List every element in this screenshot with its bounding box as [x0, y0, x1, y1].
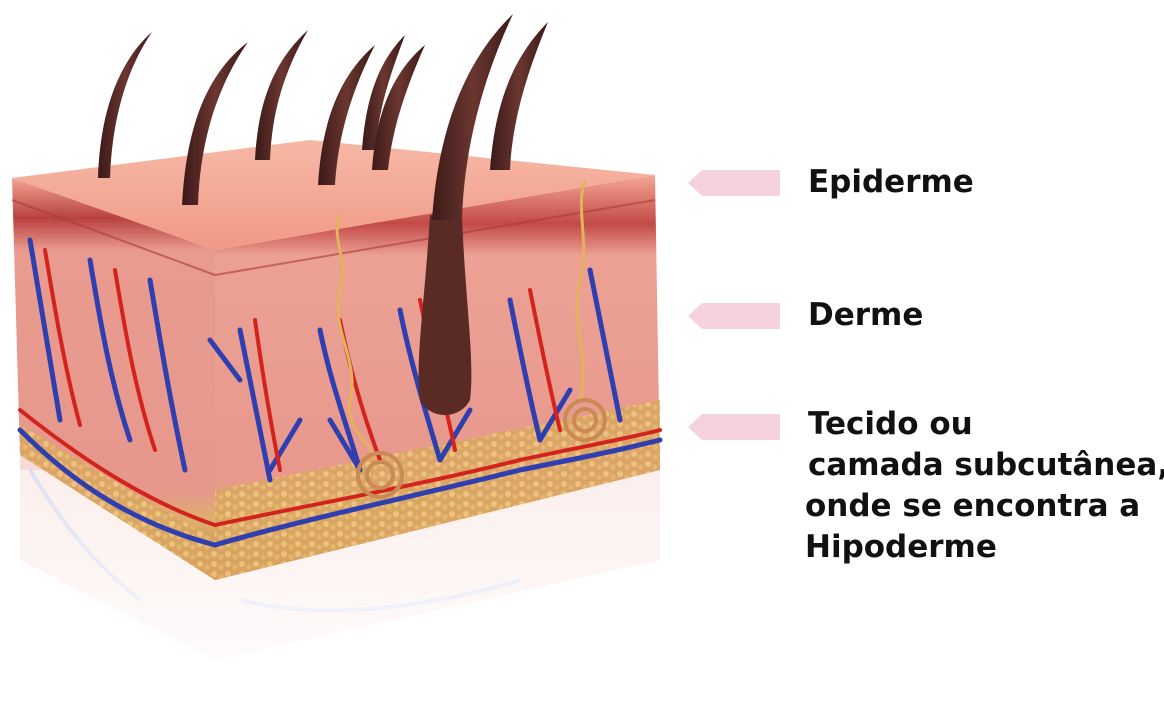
label-derme: Derme	[688, 295, 923, 336]
left-arrow-icon	[688, 303, 780, 329]
label-tecido-text: Tecido ou camada subcutânea, onde se enc…	[808, 404, 1164, 568]
label-tecido-line1: Tecido ou	[808, 404, 1164, 445]
left-arrow-icon	[688, 414, 780, 440]
label-epiderme: Epiderme	[688, 162, 974, 203]
left-arrow-icon	[688, 170, 780, 196]
label-tecido-line4: Hipoderme	[805, 527, 1164, 568]
label-epiderme-text: Epiderme	[808, 162, 974, 203]
label-tecido-line3: onde se encontra a	[805, 486, 1164, 527]
label-derme-text: Derme	[808, 295, 923, 336]
label-tecido-subcutaneo: Tecido ou camada subcutânea, onde se enc…	[688, 404, 1164, 568]
label-tecido-line2: camada subcutânea,	[808, 445, 1164, 486]
